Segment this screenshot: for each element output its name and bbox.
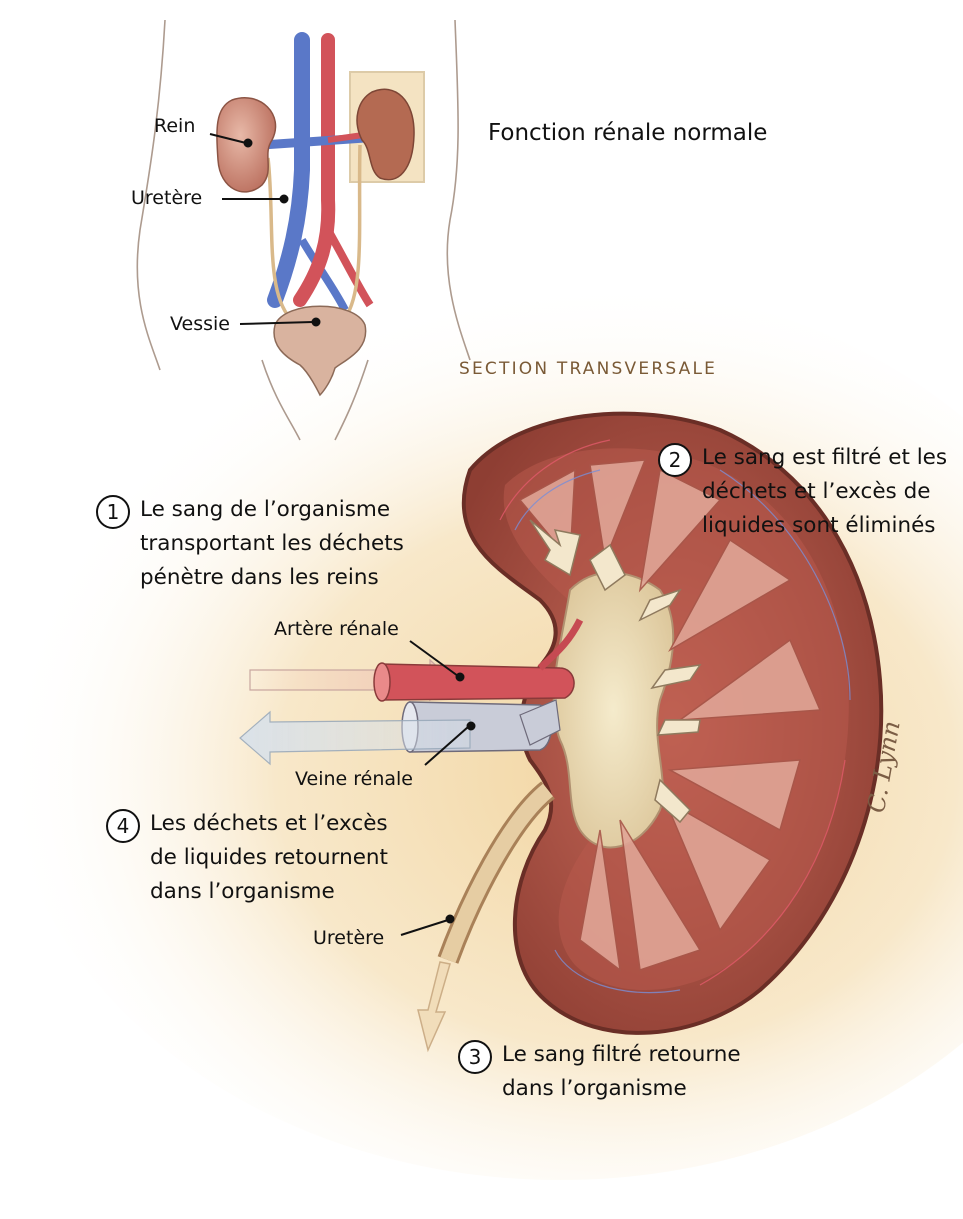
step-number-badge: 2 <box>658 443 692 477</box>
label-ureter-overview: Uretère <box>131 187 203 209</box>
step-3: 3 Le sang filtré retourne dans l’organis… <box>458 1040 741 1106</box>
overview-bladder <box>273 305 367 397</box>
step-number-badge: 3 <box>458 1040 492 1074</box>
step-text-line: de liquides retournent <box>150 845 388 870</box>
step-text-line: Le sang de l’organisme <box>140 497 391 522</box>
step-text-line: déchets et l’excès de <box>702 479 931 504</box>
step-text-line: liquides sont éliminés <box>702 513 936 538</box>
label-renal-vein: Veine rénale <box>295 768 413 790</box>
body-outline <box>136 19 471 441</box>
step-text-line: pénètre dans les reins <box>140 565 379 590</box>
step-text-line: dans l’organisme <box>502 1076 687 1101</box>
cross-section-kidney <box>461 411 884 1035</box>
step-text-line: dans l’organisme <box>150 879 335 904</box>
step-text-line: Les déchets et l’excès <box>150 811 388 836</box>
step-4: 4 Les déchets et l’excès de liquides ret… <box>106 809 388 909</box>
step-text-line: transportant les déchets <box>140 531 404 556</box>
cortex-vessels <box>499 439 851 994</box>
overview-leaders <box>209 133 321 327</box>
filtration-arrows <box>529 519 702 824</box>
label-renal-artery: Artère rénale <box>274 618 399 640</box>
label-kidney: Rein <box>154 115 196 137</box>
step-text-line: Le sang filtré retourne <box>502 1042 741 1067</box>
overview-vessels <box>261 32 374 320</box>
renal-vein <box>239 699 561 766</box>
step-1: 1 Le sang de l’organisme transportant le… <box>96 495 404 595</box>
section-heading: SECTION TRANSVERSALE <box>459 359 718 379</box>
cross-section-ureter <box>417 781 556 1053</box>
step-text-line: Le sang est filtré et les <box>702 445 948 470</box>
page-title: Fonction rénale normale <box>488 120 768 146</box>
step-number-badge: 4 <box>106 809 140 843</box>
renal-artery <box>249 618 584 702</box>
step-2: 2 Le sang est filtré et les déchets et l… <box>658 443 947 543</box>
step-number-badge: 1 <box>96 495 130 529</box>
label-ureter-section: Uretère <box>313 927 385 949</box>
cross-section-leaders <box>400 640 476 936</box>
label-bladder: Vessie <box>170 313 230 335</box>
renal-pyramids <box>518 459 822 972</box>
